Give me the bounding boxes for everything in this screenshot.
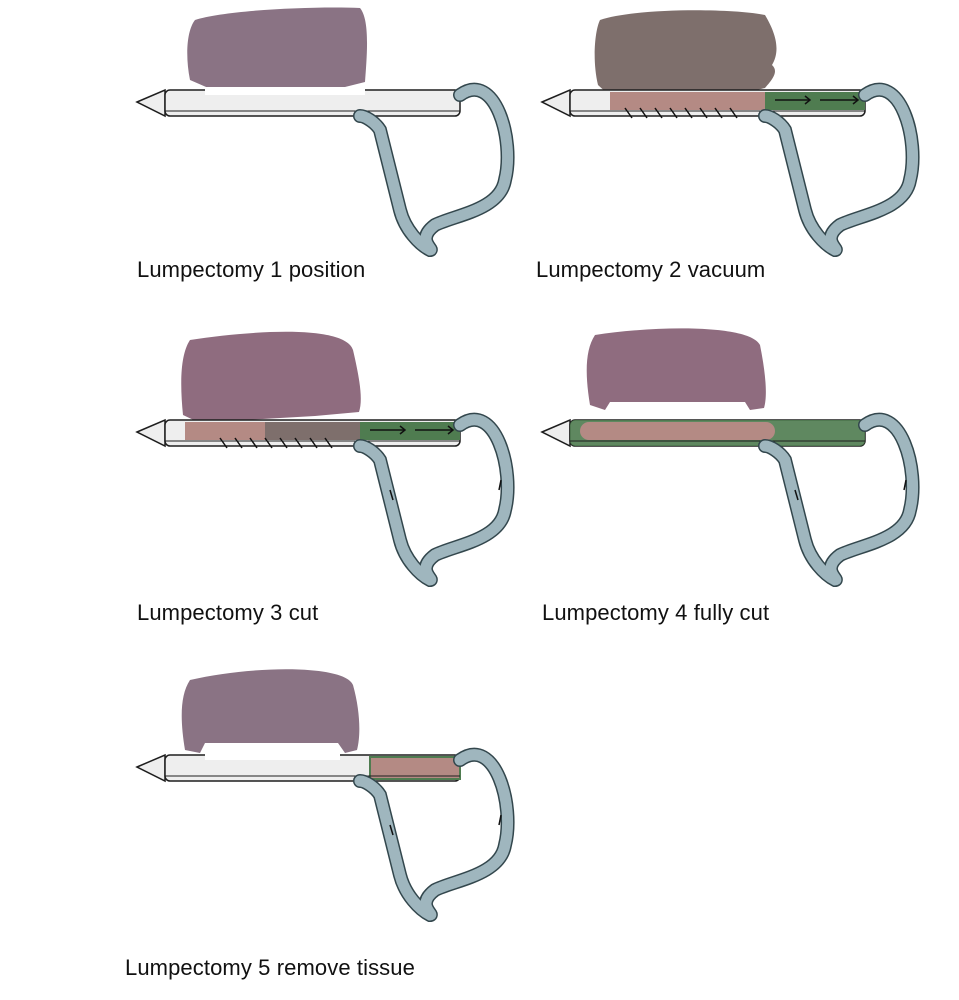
caption: Lumpectomy 1 position xyxy=(137,257,366,282)
stage-2-diagram xyxy=(540,10,920,258)
vacuum-tubes xyxy=(353,82,515,258)
tube-flow-arrows xyxy=(389,814,502,836)
stage-2: Lumpectomy 2 vacuum xyxy=(536,0,959,290)
caption: Lumpectomy 3 cut xyxy=(137,600,319,625)
vacuum-tubes xyxy=(758,82,920,258)
tissue-sample xyxy=(369,756,461,780)
aspirated-tissue xyxy=(185,422,265,440)
stage-5: Lumpectomy 5 remove tissue xyxy=(125,665,555,980)
flow-arrows xyxy=(775,95,860,105)
caption: Lumpectomy 2 vacuum xyxy=(536,257,766,282)
chamber xyxy=(765,92,865,110)
lesion xyxy=(187,7,368,92)
chamber xyxy=(360,422,460,440)
biopsy-needle xyxy=(135,87,461,118)
stage-3-diagram xyxy=(135,331,515,588)
biopsy-needle xyxy=(540,88,866,119)
biopsy-needle xyxy=(135,752,461,783)
biopsy-needle xyxy=(135,418,461,449)
stage-4-diagram xyxy=(540,328,920,588)
tube-flow-arrows xyxy=(794,479,907,501)
biopsy-needle xyxy=(540,418,866,448)
stage-1-diagram xyxy=(135,7,515,258)
lesion xyxy=(181,669,360,753)
vacuum-tubes xyxy=(353,412,515,588)
cut-tissue xyxy=(265,422,360,440)
suction-arrows xyxy=(624,107,738,119)
lesion xyxy=(594,10,777,98)
flow-arrows xyxy=(370,425,455,435)
aspirated-tissue xyxy=(610,92,765,110)
stage-3: Lumpectomy 3 cut xyxy=(135,330,555,625)
stage-1: Lumpectomy 1 position xyxy=(135,0,555,290)
stage-4: Lumpectomy 4 fully cut xyxy=(540,328,959,625)
caption: Lumpectomy 5 remove tissue xyxy=(125,955,415,980)
suction-arrows xyxy=(219,437,333,449)
vacuum-tubes xyxy=(353,747,515,923)
stage-5-diagram xyxy=(135,669,515,923)
aspirated-tissue xyxy=(580,422,775,440)
lesion xyxy=(181,331,361,423)
caption: Lumpectomy 4 fully cut xyxy=(542,600,770,625)
vacuum-tubes xyxy=(758,412,920,588)
tube-flow-arrows xyxy=(389,479,502,501)
lesion xyxy=(586,328,766,410)
